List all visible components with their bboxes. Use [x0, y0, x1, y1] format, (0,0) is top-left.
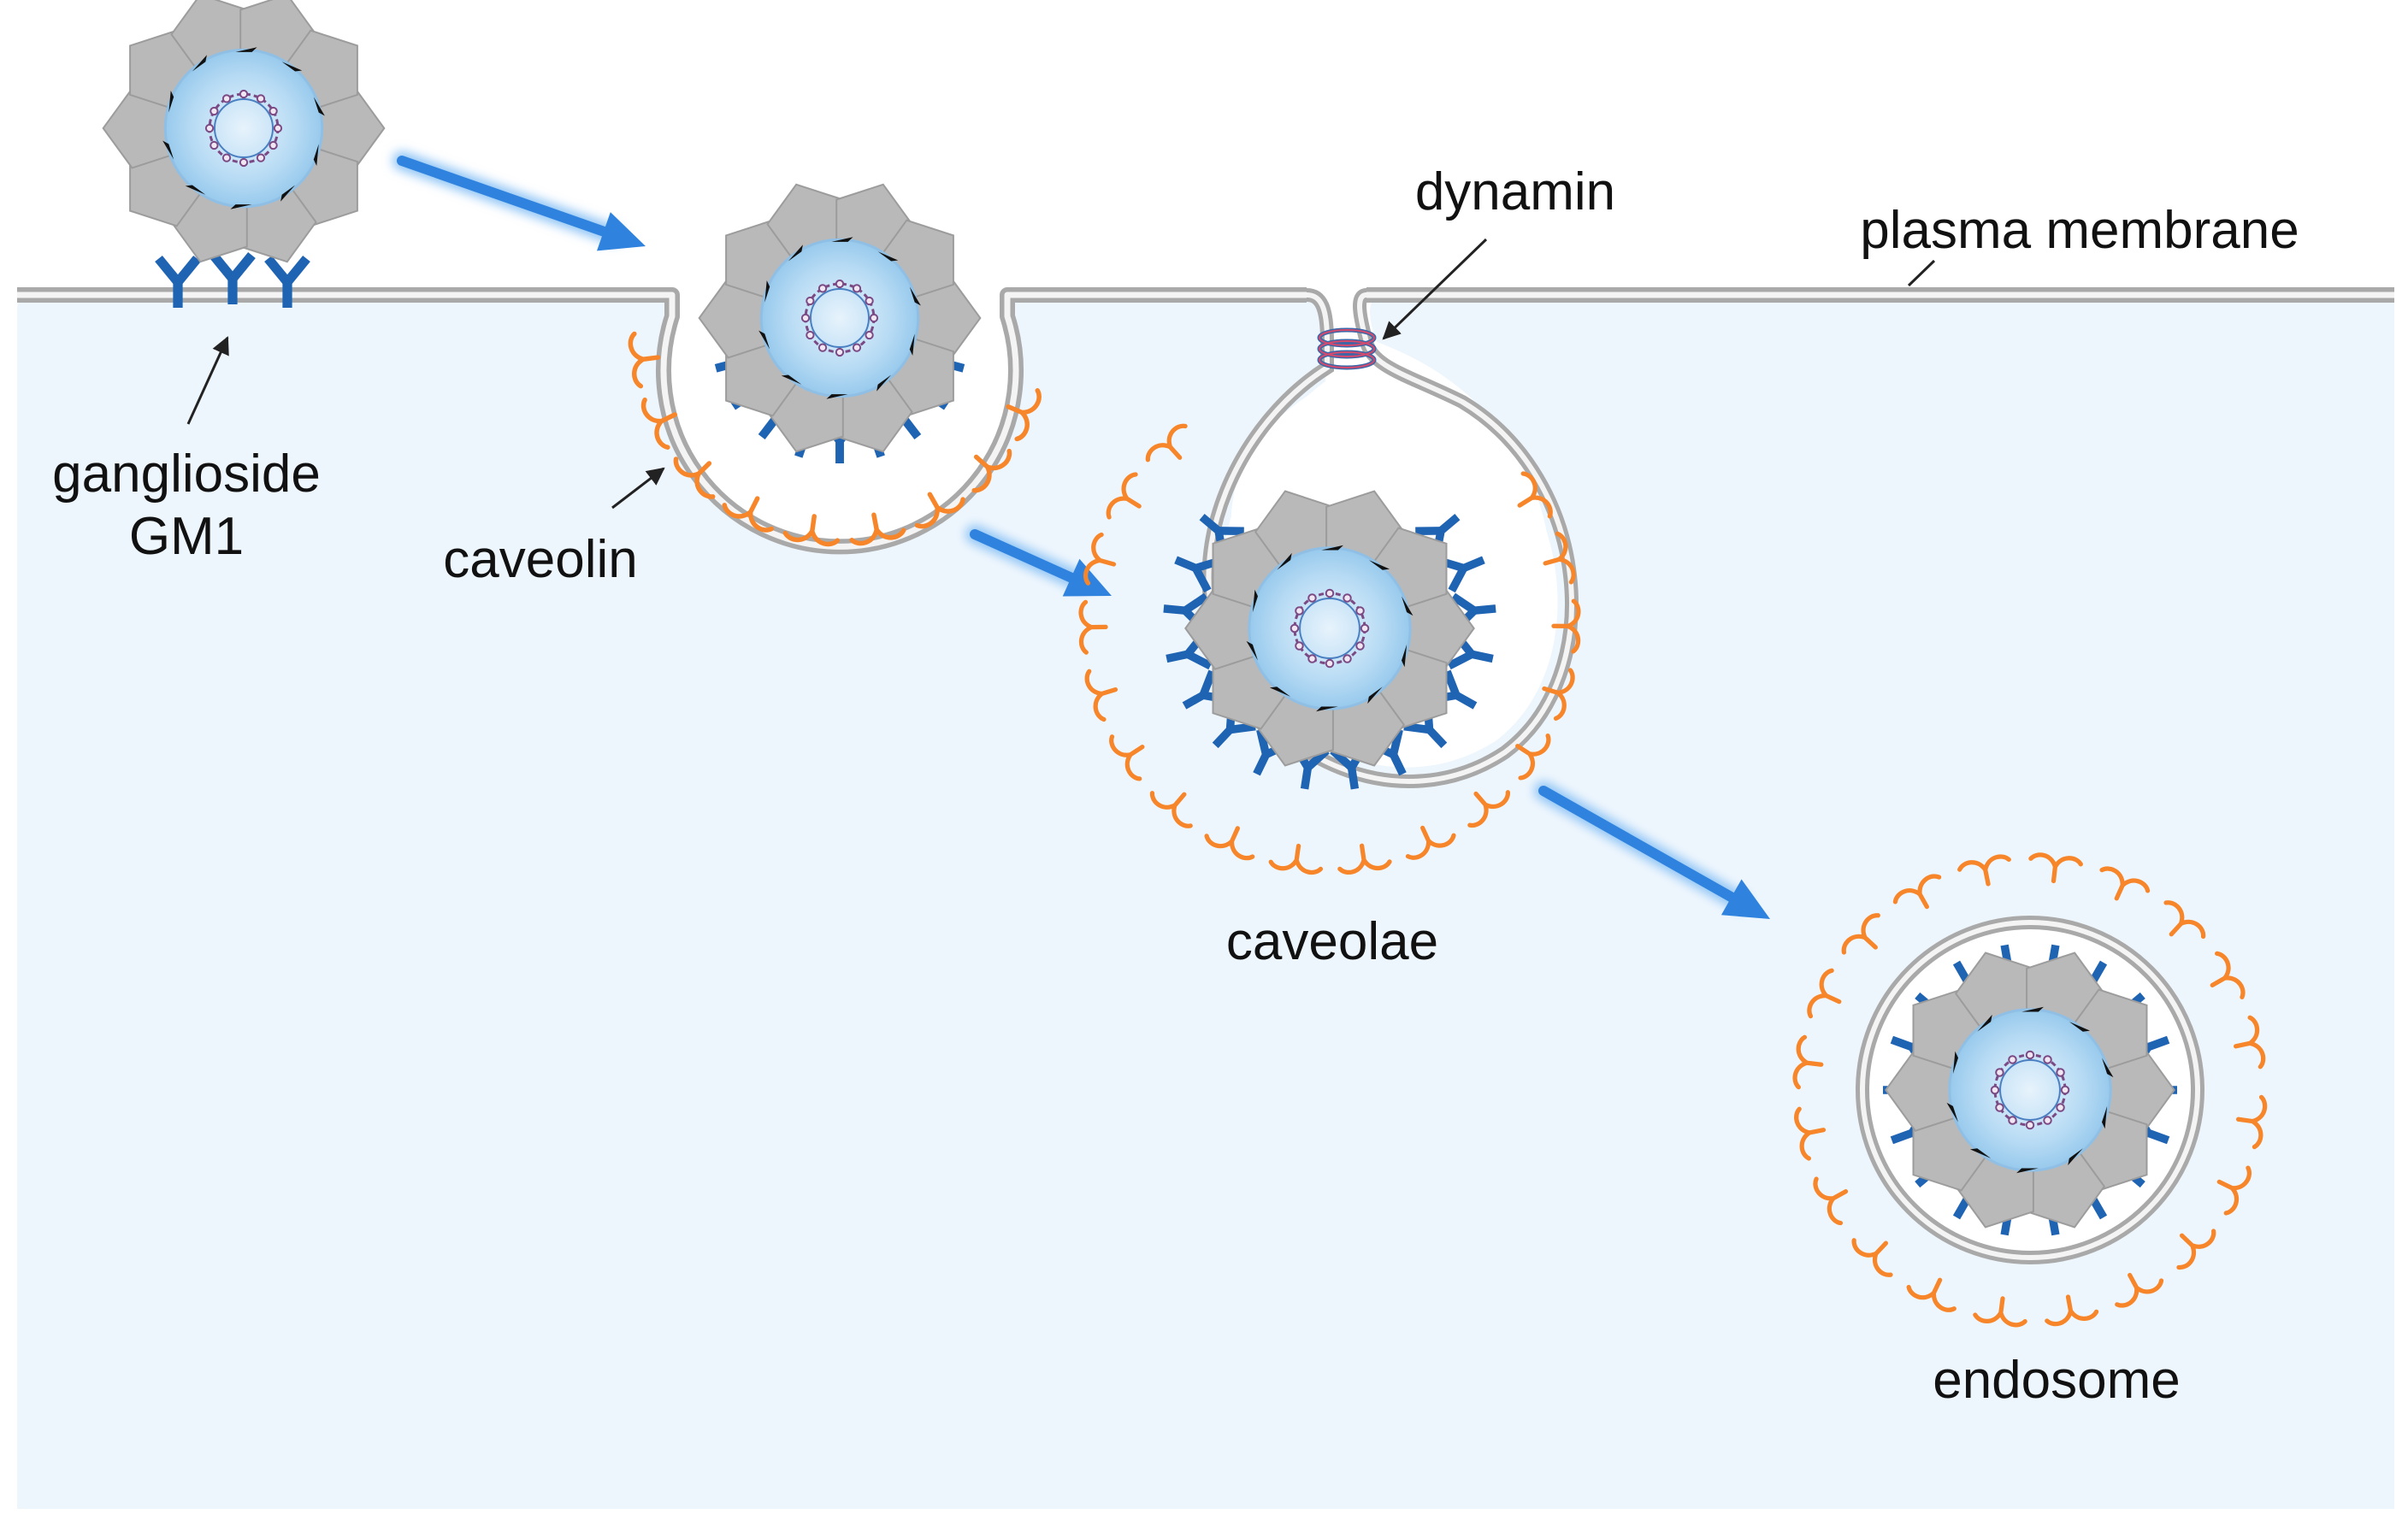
dynamin-ring-icon	[1317, 327, 1377, 370]
caveolin-curl-icon	[849, 512, 906, 546]
caveolin-curl-icon	[2235, 1094, 2268, 1150]
gm1-label: GM1	[129, 507, 244, 566]
caveolin-curl-icon	[722, 496, 775, 533]
caveolin-curl-icon	[2099, 866, 2151, 901]
caveolin-curl-icon	[2028, 852, 2083, 884]
caveolin-curl-icon	[1268, 843, 1324, 875]
y-shaped-receptor-icon	[264, 255, 310, 308]
caveolin-curl-icon	[2210, 951, 2246, 999]
caveolin-curl-icon	[1106, 472, 1142, 520]
caveolin-curl-icon	[1204, 826, 1255, 861]
caveolin-curl-icon	[1542, 668, 1575, 721]
caveolin-curl-icon	[2045, 1294, 2099, 1327]
caveolin-curl-icon	[1078, 599, 1108, 655]
caveolin-curl-icon	[1083, 532, 1117, 586]
caveolin-curl-icon	[2163, 900, 2206, 940]
plasma-membrane-inner	[17, 292, 1307, 550]
caveolin-curl-icon	[1957, 854, 2011, 887]
caveolae-label: caveolae	[1226, 912, 1438, 971]
y-shaped-receptor-icon	[155, 255, 201, 308]
endosome-label: endosome	[1933, 1351, 2181, 1410]
ganglioside-label: ganglioside	[52, 445, 321, 504]
caveolin-curl-icon	[1906, 1277, 1956, 1312]
caveolin-curl-icon	[1813, 1176, 1849, 1226]
caveolin-curl-icon	[1405, 825, 1456, 860]
caveolin-curl-icon	[628, 331, 661, 389]
virus-particle-icon	[1184, 490, 1475, 767]
caveolin-curl-icon	[1515, 733, 1551, 781]
caveolin-curl-icon	[1551, 598, 1581, 654]
caveolin-label: caveolin	[443, 530, 637, 589]
caveolin-curl-icon	[2233, 1015, 2266, 1069]
caveolin-curl-icon	[2176, 1229, 2216, 1270]
virus-particles	[102, 0, 2175, 1229]
caveolin-curl-icon	[1807, 968, 1842, 1019]
caveolin-curl-icon	[1841, 913, 1880, 955]
process-arrow-icon	[1534, 781, 1770, 919]
dynamin-pointer	[1382, 238, 1488, 340]
cytoplasm-area	[17, 295, 2394, 1509]
plasma-membrane-pointer	[1907, 259, 1936, 287]
caveolin-curl-icon	[1149, 791, 1193, 828]
caveolin-curl-icon	[1006, 387, 1042, 442]
caveolin-curl-icon	[782, 514, 841, 547]
caveolin-curl-icon	[673, 457, 716, 499]
cell	[17, 287, 2394, 1509]
caveolin-curl-icon	[1543, 531, 1576, 585]
caveolin-curl-icon	[1109, 734, 1145, 781]
process-arrow-icon	[392, 151, 646, 251]
caveolin-curl-icon	[2216, 1165, 2252, 1216]
labels: ganglioside GM1 caveolin dynamin plasma …	[52, 162, 2299, 1410]
caveolin-curl-icon	[971, 448, 1012, 493]
virus-particle-icon	[1885, 952, 2175, 1229]
caveolin-curl-icon	[640, 397, 678, 450]
caveolin-pointer	[611, 467, 665, 510]
caveolin-curl-icon	[1337, 843, 1392, 875]
caveolin-curl-icon	[1792, 1034, 1824, 1090]
virus-particle-icon	[698, 183, 982, 453]
caveolin-curl-icon	[1517, 471, 1553, 519]
caveolin-curl-icon	[1851, 1238, 1893, 1277]
caveolin-curl-icon	[1794, 1106, 1827, 1161]
plasma-membrane-label: plasma membrane	[1860, 201, 2299, 260]
vesicle-neck-membrane-inner	[1206, 292, 1574, 784]
label-pointers	[186, 238, 1936, 510]
virus-particle-icon	[102, 0, 386, 263]
caveolin-curl-icon	[1467, 790, 1510, 828]
caveolin-curl-icon	[1145, 423, 1188, 463]
caveolin-curl-icon	[914, 492, 965, 529]
caveolin-curl-icon	[1892, 874, 1942, 910]
ganglioside-pointer	[186, 336, 229, 425]
dynamin-label: dynamin	[1415, 162, 1615, 221]
caveolin-curl-icon	[1084, 669, 1118, 722]
caveolin-curl-icon	[1973, 1296, 2027, 1328]
y-shaped-receptor-icon	[210, 251, 256, 304]
caveolin-curl-icon	[2115, 1272, 2164, 1308]
